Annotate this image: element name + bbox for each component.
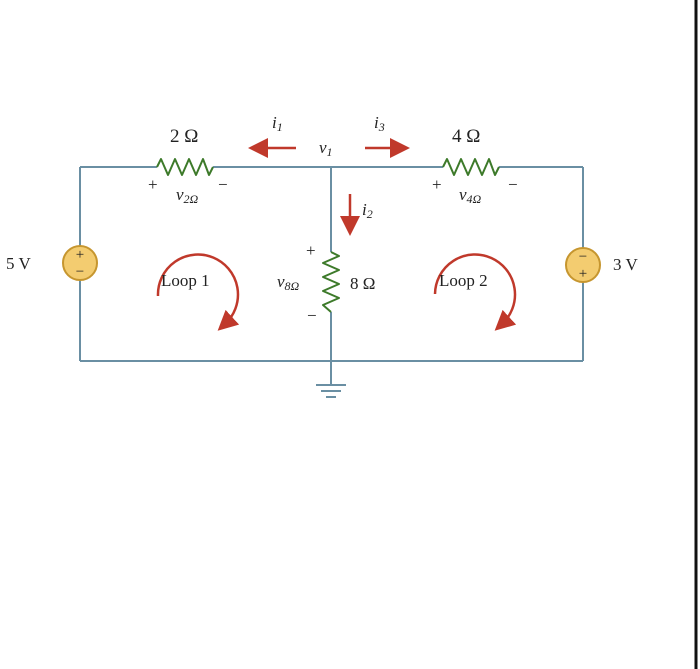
loop1-label: Loop 1 (161, 271, 210, 290)
v2-voltage-name: v (176, 185, 184, 204)
current-i2-label: i2 (362, 200, 373, 221)
v8-voltage-name: v (277, 272, 285, 291)
source-5v-bottom-sign: − (76, 264, 84, 280)
v8-voltage-sub: 8Ω (285, 279, 300, 293)
resistor-2-ohm-icon (156, 158, 214, 176)
source-5v-top-sign: + (76, 247, 84, 263)
v8-plus-sign: + (306, 241, 316, 260)
resistor-8-ohm-icon (322, 251, 340, 313)
source-3v-label: 3 V (613, 255, 638, 274)
voltage-source-3v-icon: − + (565, 247, 601, 283)
current-i3-name: i (374, 113, 379, 132)
source-3v-top-sign: − (579, 249, 587, 265)
v8-voltage-label: v8Ω (277, 272, 300, 293)
source-5v-label: 5 V (6, 254, 31, 273)
loop2-label: Loop 2 (439, 271, 488, 290)
resistor-4-ohm-label: 4 Ω (452, 126, 480, 147)
v2-voltage-label: v2Ω (176, 185, 199, 206)
current-i2-sub: 2 (367, 207, 373, 221)
v4-voltage-name: v (459, 185, 467, 204)
ground-icon (316, 384, 346, 398)
voltage-source-5v-icon: + − (62, 245, 98, 281)
current-i2-name: i (362, 200, 367, 219)
v2-minus-sign: − (218, 175, 228, 194)
loop2-arrow-icon (433, 253, 517, 331)
loop1-arrow-icon (156, 253, 240, 331)
v8-minus-sign: − (307, 306, 317, 325)
current-i1-name: i (272, 113, 277, 132)
current-i3-label: i3 (374, 113, 385, 134)
wires (79, 166, 584, 384)
v4-voltage-label: v4Ω (459, 185, 482, 206)
v2-plus-sign: + (148, 175, 158, 194)
node-v1-sub: 1 (327, 145, 333, 159)
current-i1-label: i1 (272, 113, 283, 134)
node-v1-name: v (319, 138, 327, 157)
v4-voltage-sub: 4Ω (467, 192, 482, 206)
current-i3-sub: 3 (378, 120, 385, 134)
source-3v-bottom-sign: + (579, 266, 587, 282)
resistor-8-ohm-label: 8 Ω (350, 274, 375, 293)
resistor-4-ohm-icon (442, 158, 500, 176)
resistor-2-ohm-label: 2 Ω (170, 126, 198, 147)
node-v1-label: v1 (319, 138, 333, 159)
v4-plus-sign: + (432, 175, 442, 194)
v4-minus-sign: − (508, 175, 518, 194)
current-i1-sub: 1 (277, 120, 283, 134)
v2-voltage-sub: 2Ω (184, 192, 199, 206)
